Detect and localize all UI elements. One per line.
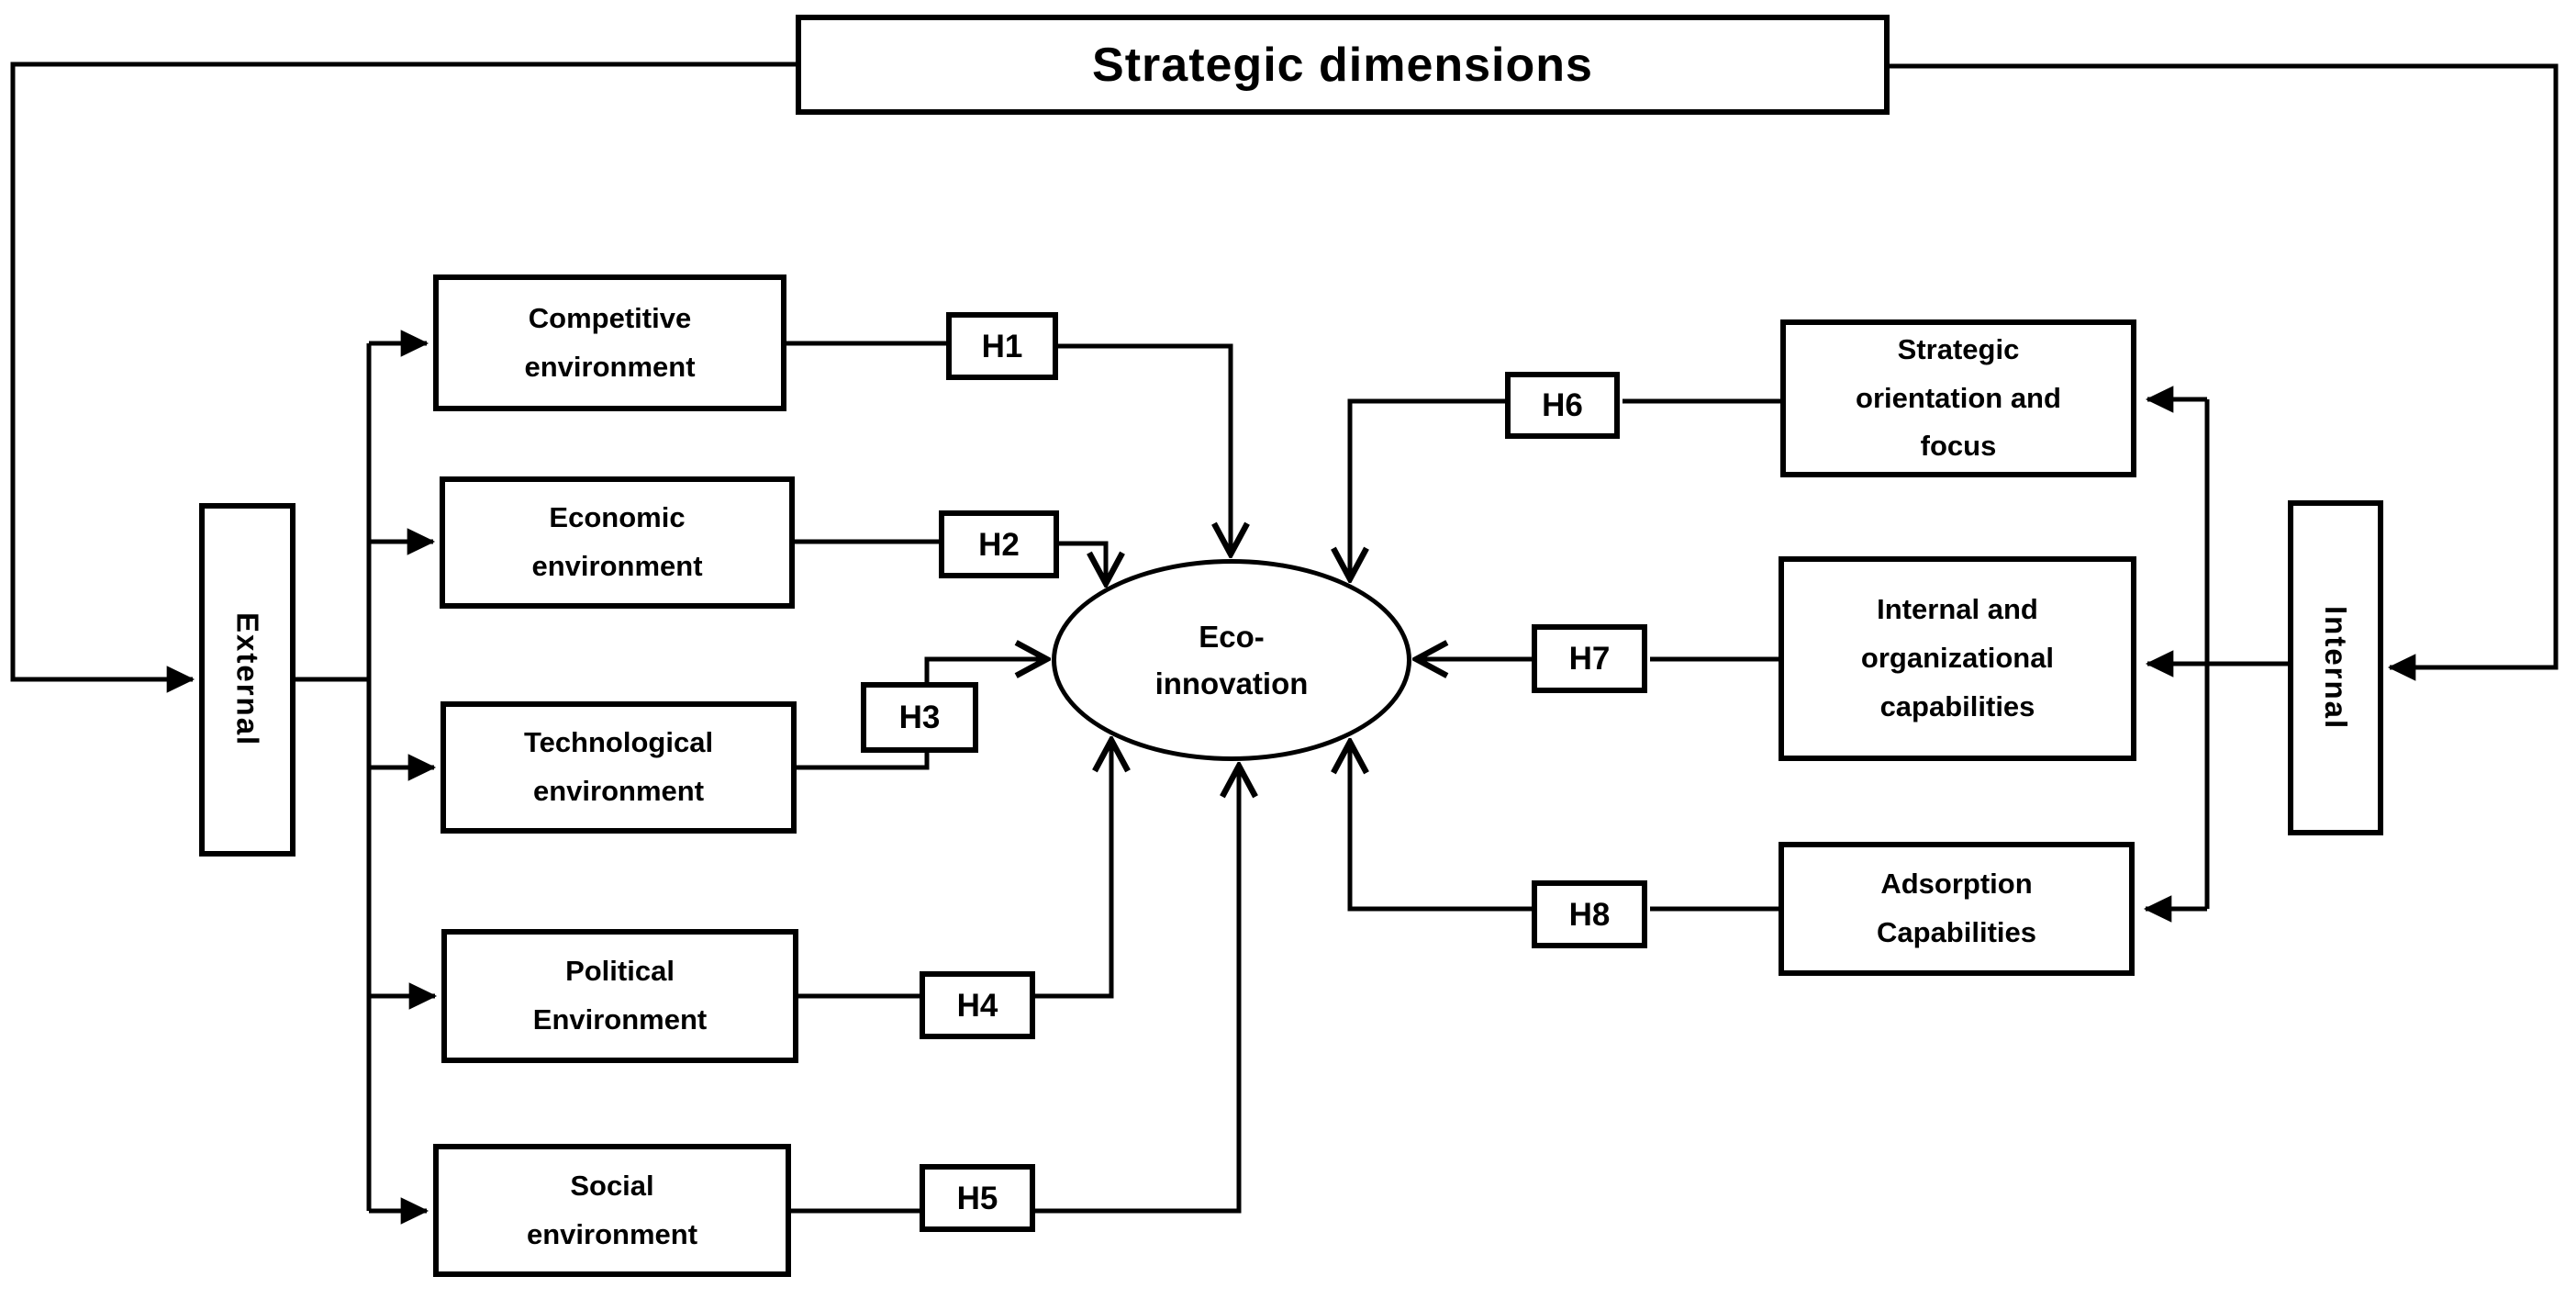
factor-label: environment [524,350,696,383]
title-box: Strategic dimensions [796,15,1890,115]
link-technological-h3 [797,753,930,770]
hypothesis-label: H5 [956,1180,998,1216]
factor-box-adsorption: Adsorption Capabilities [1779,842,2135,976]
factor-box-technological: Technological environment [440,701,797,834]
factor-label: Internal and [1877,593,2038,626]
ellipse-label: innovation [1154,666,1309,700]
hypothesis-label: H4 [956,987,998,1024]
hypothesis-label: H1 [981,328,1023,364]
factor-label: Capabilities [1877,916,2036,948]
hypothesis-box-h4: H4 [920,971,1035,1039]
hypothesis-box-h2: H2 [939,510,1059,578]
external-label-box: External [199,503,296,857]
hypothesis-label: H3 [898,700,941,735]
hypothesis-box-h3: H3 [861,682,978,753]
hypothesis-box-h8: H8 [1532,880,1647,948]
factor-label: Technological [523,726,714,759]
factor-label: Social [570,1169,654,1202]
eco-innovation-ellipse: Eco- innovation [1052,559,1411,761]
factor-label: orientation and [1856,381,2061,414]
factor-label: environment [532,775,705,807]
factor-box-political: Political Environment [441,929,798,1063]
factor-label: capabilities [1879,689,2035,722]
factor-box-strategic-orientation: Strategic orientation and focus [1780,319,2136,477]
hypothesis-box-h1: H1 [946,312,1058,380]
link-h4-ellipse [1035,742,1111,999]
factor-box-competitive: Competitive environment [433,274,786,411]
hypothesis-label: H6 [1542,387,1583,423]
factor-box-social: Social environment [433,1144,791,1277]
hypothesis-box-h5: H5 [920,1164,1035,1232]
ellipse-label: Eco- [1199,619,1265,654]
factor-label: environment [526,1217,698,1250]
link-h6-ellipse [1350,398,1505,577]
hypothesis-label: H8 [1568,896,1611,933]
factor-box-economic: Economic environment [440,476,795,609]
link-h3-ellipse [924,659,1045,685]
hypothesis-label: H7 [1568,641,1611,677]
link-title-to-external [10,62,796,693]
link-title-to-internal [1890,63,2559,681]
factor-label: Political [565,955,675,988]
factor-label: Environment [532,1003,708,1036]
factor-label: focus [1920,430,1997,463]
factor-label: Economic [549,501,686,534]
hypothesis-box-h6: H6 [1505,372,1620,439]
link-h8-ellipse [1350,744,1532,912]
hypothesis-label: H2 [978,526,1020,563]
external-label: External [230,612,265,747]
factor-label: organizational [1860,642,2055,675]
factor-box-internal-organizational: Internal and organizational capabilities [1779,556,2136,761]
link-h5-ellipse [1035,767,1239,1214]
factor-label: environment [531,550,703,582]
factor-label: Strategic [1897,332,2020,365]
factor-label: Competitive [528,301,692,334]
link-h2-ellipse [1059,541,1106,582]
diagram-title: Strategic dimensions [1092,38,1593,92]
factor-label: Adsorption [1880,868,2033,901]
internal-label-box: Internal [2288,500,2383,835]
link-h1-ellipse [1058,343,1231,553]
internal-label: Internal [2319,605,2353,731]
hypothesis-box-h7: H7 [1532,624,1647,693]
